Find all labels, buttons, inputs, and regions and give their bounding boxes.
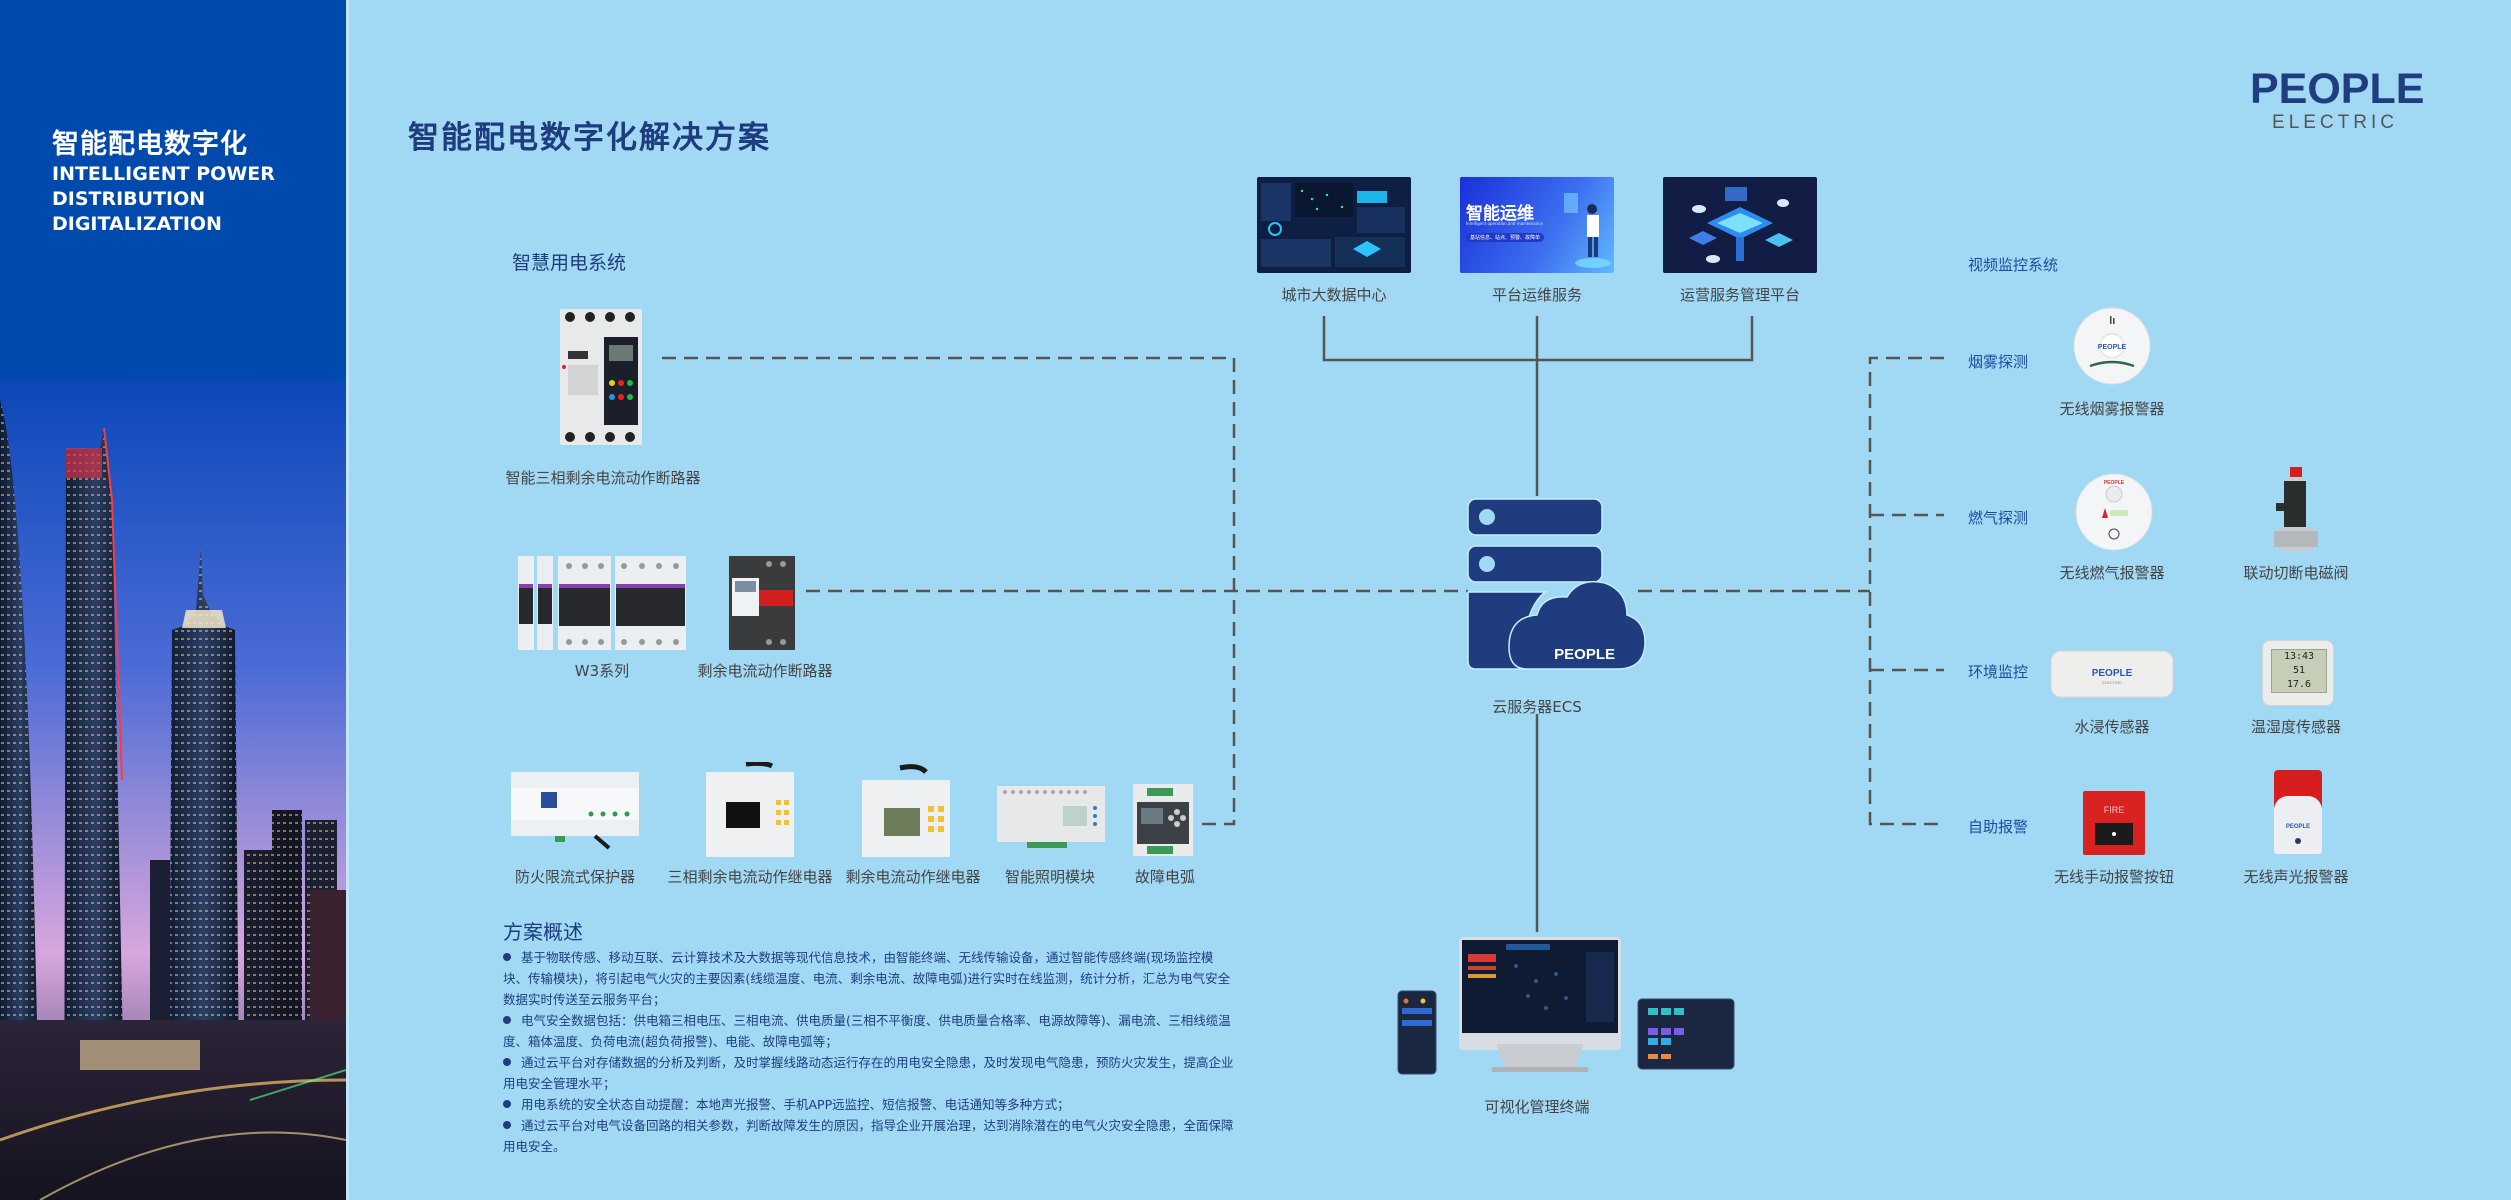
terminal-devices-image: [1396, 936, 1736, 1076]
cloud-brand-text: PEOPLE: [1554, 646, 1615, 663]
terminal-label: 可视化管理终端: [1484, 1098, 1590, 1116]
svg-text:PEOPLE: PEOPLE: [2104, 480, 2125, 486]
svg-text:PEOPLE: PEOPLE: [2098, 344, 2127, 351]
device-label: 无线声光报警器: [2243, 868, 2349, 886]
server-label: 云服务器ECS: [1492, 698, 1582, 716]
right-dashed-connector: [1868, 356, 1944, 826]
bullet-icon: [503, 1016, 511, 1024]
device-label: 无线燃气报警器: [2059, 564, 2165, 582]
overview-item: 用电系统的安全状态自动提醒：本地声光报警、手机APP远监控、短信报警、电话通知等…: [503, 1094, 1238, 1115]
logo-sub: ELECTRIC: [2272, 112, 2398, 133]
sidebar-divider: [346, 0, 349, 1200]
device-image-smart-breaker: [560, 309, 642, 445]
sidebar-title-en-line: DISTRIBUTION: [52, 188, 206, 210]
bullet-icon: [503, 1121, 511, 1129]
device-label: 温湿度传感器: [2250, 718, 2341, 736]
thermo-reading-humidity: 51: [2292, 665, 2306, 676]
sidebar-title-en-line: INTELLIGENT POWER: [52, 163, 275, 185]
bullet-icon: [503, 953, 511, 961]
device-image-thermo-hygrometer: 13:43 51 17.6: [2262, 640, 2334, 706]
device-label: 水浸传感器: [2074, 718, 2150, 736]
device-image-water-sensor: PEOPLE ELECTRIC: [2050, 650, 2174, 698]
sidebar-title-en: INTELLIGENT POWER DISTRIBUTION DIGITALIZ…: [52, 162, 275, 237]
device-label: 无线烟雾报警器: [2059, 400, 2165, 418]
device-image-solenoid-valve: [2274, 467, 2318, 551]
platform-label: 运营服务管理平台: [1679, 286, 1800, 304]
device-image-arc-fault: [1133, 784, 1193, 856]
svg-text:ELECTRIC: ELECTRIC: [2102, 680, 2122, 685]
city-skyline-image: [0, 380, 346, 1200]
device-image-lighting-module: [997, 786, 1105, 852]
device-label: 剩余电流动作断路器: [697, 662, 833, 680]
device-label: 故障电弧: [1134, 868, 1195, 886]
category-self-alarm: 自助报警: [1968, 818, 2029, 836]
device-image-manual-call-point: FIRE: [2083, 791, 2145, 855]
bullet-icon: [503, 1058, 511, 1066]
brand-logo: PEOPLE ELECTRIC: [2250, 65, 2425, 134]
banner-sub: Intelligent operation and maintenance: [1466, 221, 1543, 226]
device-image-rcd-breaker: [729, 556, 795, 650]
device-label: 防火限流式保护器: [514, 868, 635, 886]
device-image-fire-protector: [511, 772, 639, 852]
device-image-strobe-siren: PEOPLE: [2274, 770, 2322, 854]
device-image-w3-series: [518, 556, 686, 650]
cloud-server-icon: PEOPLE: [1467, 498, 1646, 670]
section-title-video-monitor: 视频监控系统: [1968, 256, 2059, 274]
device-image-rcd-relay: [862, 762, 954, 857]
device-image-3phase-relay: [706, 760, 798, 857]
category-environment: 环境监控: [1968, 663, 2029, 681]
device-label: 智能三相剩余电流动作断路器: [505, 469, 701, 487]
bullet-icon: [503, 1100, 511, 1108]
platform-connector: [1322, 316, 1754, 362]
sidebar: 智能配电数字化 INTELLIGENT POWER DISTRIBUTION D…: [0, 0, 346, 1200]
thermo-reading-temp: 17.6: [2286, 679, 2312, 690]
section-title-smart-power: 智慧用电系统: [512, 252, 627, 274]
device-label: 智能照明模块: [1004, 868, 1095, 886]
platform-image-management: [1663, 177, 1817, 273]
overview-list: 基于物联传感、移动互联、云计算技术及大数据等现代信息技术，由智能终端、无线传输设…: [503, 947, 1238, 1157]
page-title: 智能配电数字化解决方案: [408, 120, 771, 156]
platform-label: 城市大数据中心: [1281, 286, 1387, 304]
device-image-gas-alarm: PEOPLE: [2075, 473, 2153, 551]
sidebar-title-cn: 智能配电数字化: [52, 129, 248, 160]
svg-text:PEOPLE: PEOPLE: [2092, 668, 2133, 679]
device-label: W3系列: [574, 662, 630, 680]
category-gas: 燃气探测: [1968, 509, 2029, 527]
platform-image-operation: 智能运维 Intelligent operation and maintenan…: [1460, 177, 1614, 273]
banner-title: 智能运维: [1466, 204, 1534, 224]
device-label: 三相剩余电流动作继电器: [667, 868, 833, 886]
device-label: 剩余电流动作继电器: [845, 868, 981, 886]
fire-text: FIRE: [2103, 805, 2125, 815]
overview-item: 电气安全数据包括：供电箱三相电压、三相电流、供电质量(三相不平衡度、供电质量合格…: [503, 1013, 1231, 1049]
device-label: 联动切断电磁阀: [2243, 564, 2349, 582]
thermo-reading-time: 13:43: [2283, 651, 2315, 662]
platform-label: 平台运维服务: [1491, 286, 1582, 304]
category-smoke: 烟雾探测: [1968, 353, 2029, 371]
overview-item: 通过云平台对电气设备回路的相关参数，判断故障发生的原因，指导企业开展治理，达到消…: [503, 1118, 1234, 1154]
device-label: 无线手动报警按钮: [2053, 868, 2174, 886]
platform-image-bigdata: [1257, 177, 1411, 273]
banner-tags: 基站信息、站点、预警、故障单: [1466, 233, 1545, 242]
overview-title: 方案概述: [503, 920, 583, 944]
overview-item: 基于物联传感、移动互联、云计算技术及大数据等现代信息技术，由智能终端、无线传输设…: [503, 950, 1231, 1007]
logo-brand: PEOPLE: [2250, 65, 2425, 113]
sidebar-title-en-line: DIGITALIZATION: [52, 213, 222, 235]
overview-item: 通过云平台对存储数据的分析及判断，及时掌握线路动态运行存在的用电安全隐患，及时发…: [503, 1055, 1234, 1091]
device-image-smoke-alarm: PEOPLE: [2073, 307, 2151, 385]
